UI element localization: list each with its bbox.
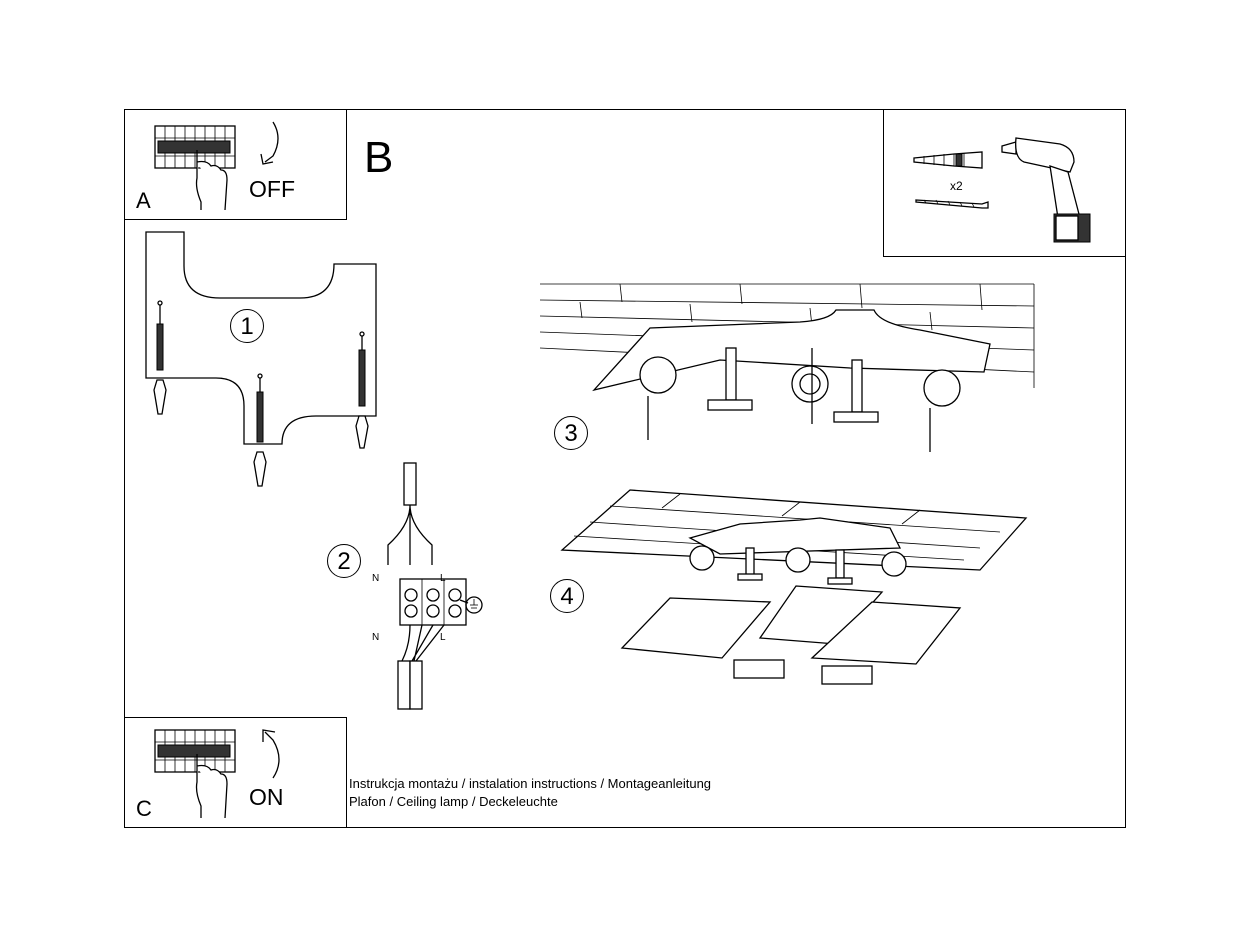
panel-a-power-off: A OFF bbox=[124, 109, 347, 220]
neutral-label-bottom: N bbox=[372, 632, 380, 643]
caption-line-2: Plafon / Ceiling lamp / Deckeleuchte bbox=[349, 794, 558, 809]
panel-c-power-on: C ON bbox=[124, 717, 347, 828]
wiring-terminal-diagram bbox=[387, 462, 483, 710]
ceiling-template-diagram bbox=[145, 231, 377, 487]
step-1-badge: 1 bbox=[230, 309, 264, 343]
breaker-panel-icon bbox=[154, 121, 279, 211]
anchor-screw-2 bbox=[253, 373, 267, 487]
live-label-top: L bbox=[440, 573, 446, 584]
cover-panels-diagram bbox=[560, 489, 1028, 685]
on-label: ON bbox=[249, 784, 284, 810]
tools-box: x2 bbox=[883, 109, 1126, 257]
panel-c-letter: C bbox=[136, 796, 152, 821]
wall-plug-icon bbox=[913, 151, 989, 209]
off-label: OFF bbox=[249, 176, 295, 202]
panel-a-letter: A bbox=[136, 188, 151, 213]
caption-line-1: Instrukcja montażu / instalation instruc… bbox=[349, 776, 712, 791]
step-4-badge: 4 bbox=[550, 579, 584, 613]
drill-icon bbox=[1001, 137, 1091, 243]
ceiling-mounting-diagram bbox=[539, 283, 1035, 452]
live-label-bottom: L bbox=[440, 632, 446, 643]
breaker-panel-on-icon bbox=[154, 729, 280, 819]
panel-b-letter: B bbox=[364, 133, 394, 182]
neutral-label-top: N bbox=[372, 573, 380, 584]
anchor-screw-3 bbox=[355, 331, 369, 449]
step-3-badge: 3 bbox=[554, 416, 588, 450]
anchor-screw-1 bbox=[153, 300, 167, 415]
step-2-badge: 2 bbox=[327, 544, 361, 578]
quantity-label: x2 bbox=[950, 179, 963, 193]
instruction-sheet-frame bbox=[124, 109, 1126, 828]
